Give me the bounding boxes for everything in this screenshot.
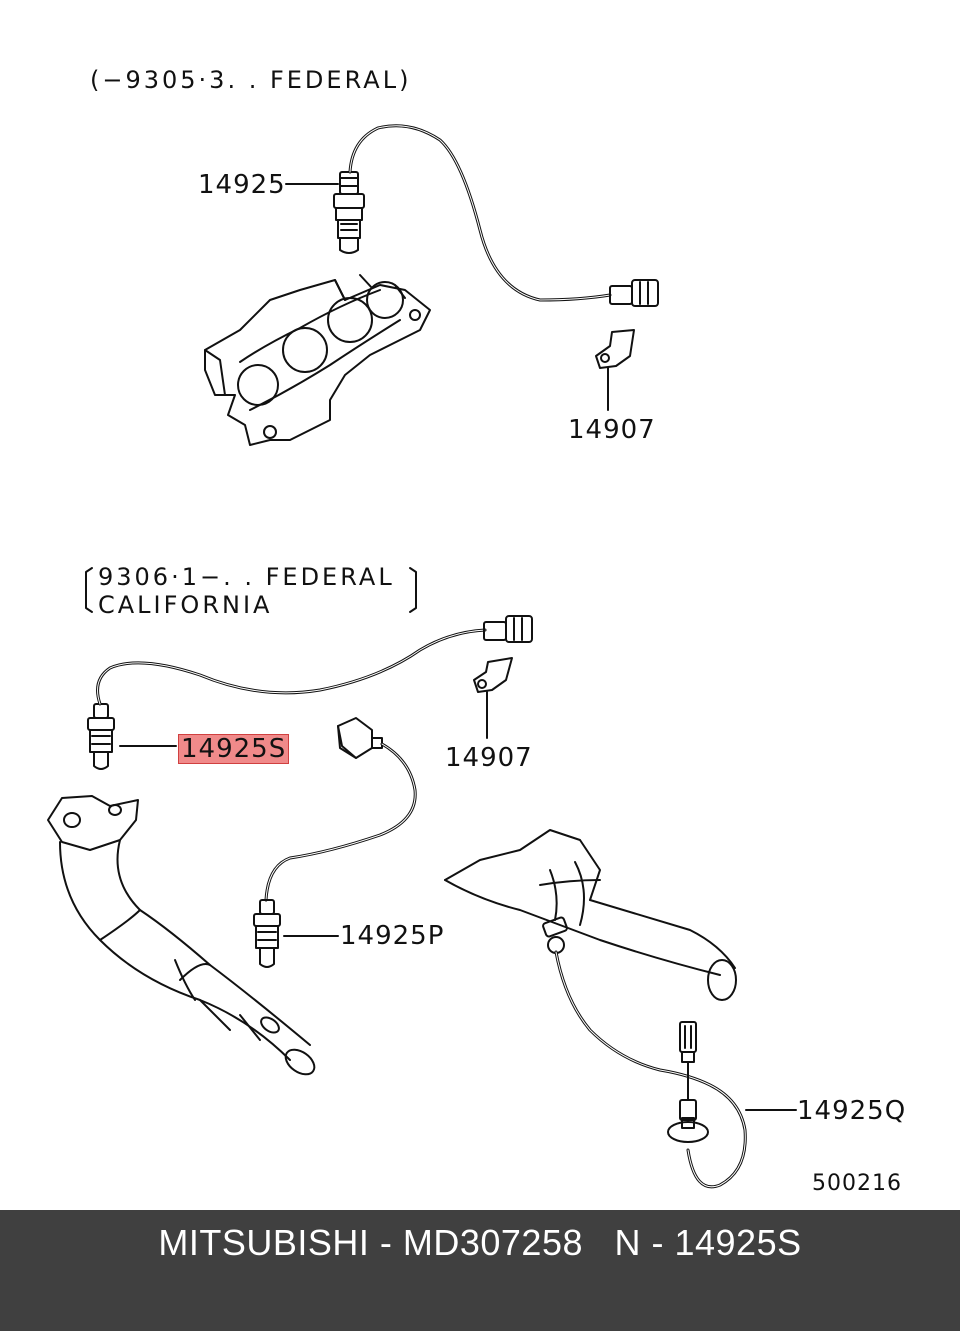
bracket-top <box>595 329 635 369</box>
parts-diagram: (−9305·3. . FEDERAL) 14925 14907 9306·1−… <box>47 66 907 1196</box>
bracket-bottom <box>473 657 513 693</box>
part-label-14907-bottom[interactable]: 14907 <box>445 743 533 773</box>
sensor-wire-q <box>554 950 747 1189</box>
condition-label-bottom-line1: 9306·1−. . FEDERAL <box>98 563 395 591</box>
connector-p <box>337 717 383 759</box>
front-exhaust-pipe <box>47 795 316 1076</box>
oxygen-sensor-p <box>253 899 281 968</box>
part-label-14925p[interactable]: 14925P <box>340 921 445 951</box>
oxygen-sensor-q <box>667 1021 709 1143</box>
footer-caption: MITSUBISHI - MD307258 N - 14925S <box>158 1222 802 1263</box>
oxygen-sensor-s <box>87 703 115 770</box>
condition-label-bottom-line2: CALIFORNIA <box>98 591 273 619</box>
part-label-14925s-highlighted[interactable]: 14925S <box>178 734 290 764</box>
oxygen-sensor-top <box>333 171 365 254</box>
sensor-wire-top <box>348 124 612 302</box>
line-drawing <box>47 124 797 1189</box>
part-label-14907-top[interactable]: 14907 <box>568 415 656 445</box>
condition-label-top: (−9305·3. . FEDERAL) <box>90 66 412 94</box>
sensor-wire-p <box>264 742 417 902</box>
connector-top <box>609 279 659 307</box>
rear-exhaust-pipe <box>444 829 737 1001</box>
exhaust-manifold <box>204 274 431 446</box>
part-label-14925q[interactable]: 14925Q <box>797 1096 907 1126</box>
connector-s <box>483 615 533 643</box>
drawing-number: 500216 <box>812 1171 902 1196</box>
part-label-14925[interactable]: 14925 <box>198 170 286 200</box>
footer-bar <box>0 1210 960 1331</box>
